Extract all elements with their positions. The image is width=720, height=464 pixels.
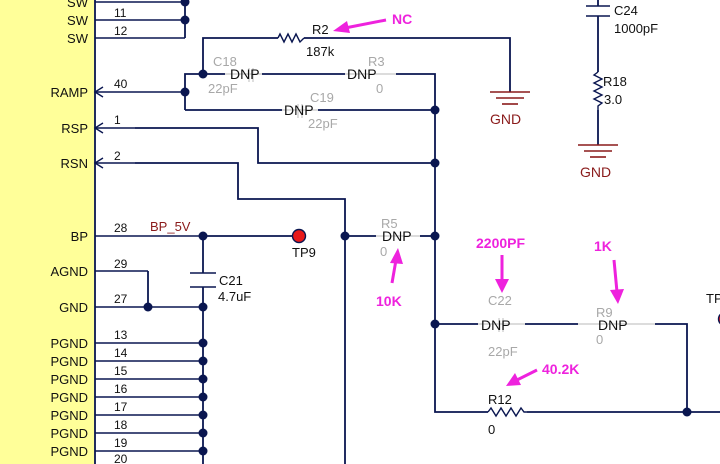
- c21-value: 4.7uF: [218, 289, 251, 304]
- r18-resistor: [592, 71, 604, 110]
- pin-number: 20: [114, 452, 128, 464]
- r12-ref: R12: [488, 392, 512, 407]
- c21-capacitor: [190, 272, 216, 288]
- r5-dnp: DNP: [382, 228, 412, 244]
- pin-number: 17: [114, 400, 128, 414]
- pin-number: 15: [114, 364, 128, 378]
- pin-name: RSP: [61, 121, 88, 136]
- r9-note: 1K: [594, 238, 612, 254]
- r9-ref: R9: [596, 305, 613, 320]
- gnd-label: GND: [580, 164, 611, 180]
- gnd-label: GND: [490, 111, 521, 127]
- junction-dots: [143, 0, 692, 456]
- pin-number: 14: [114, 346, 128, 360]
- r12-annotation: 40.2K: [506, 361, 579, 386]
- pin-name: SW: [67, 31, 89, 46]
- r9-dnp: DNP: [598, 317, 628, 333]
- ground-symbol: [578, 144, 618, 158]
- r5-annotation: 10K: [376, 248, 403, 309]
- tp9-testpoint: [290, 228, 307, 244]
- r3-value: 0: [376, 81, 383, 96]
- c22-annotation: 2200PF: [476, 235, 525, 293]
- bp5v-net-label: BP_5V: [150, 219, 191, 234]
- nc-note: NC: [392, 11, 412, 27]
- ic-body: [0, 0, 96, 464]
- pin-name: PGND: [50, 444, 88, 459]
- dnp-leads: [225, 68, 655, 332]
- pin-name: PGND: [50, 408, 88, 423]
- wires: [135, 0, 720, 464]
- pin-number: 2: [114, 149, 121, 163]
- r9-value: 0: [596, 332, 603, 347]
- c18-ref: C18: [213, 54, 237, 69]
- pin-name: PGND: [50, 390, 88, 405]
- tp9-label: TP9: [292, 245, 316, 260]
- r2-value: 187k: [306, 44, 335, 59]
- r2-resistor: [277, 32, 305, 44]
- ic-pin-numbers: 11 12 40 1 2 28 29 27 13 14 15 16 17 18 …: [114, 6, 128, 464]
- r12-value: 0: [488, 422, 495, 437]
- r18-value: 3.0: [604, 92, 622, 107]
- pin-name: BP: [71, 229, 88, 244]
- pin-name: PGND: [50, 354, 88, 369]
- c19-value: 22pF: [308, 116, 338, 131]
- ic-pin-lines: [95, 1, 203, 452]
- ic-pin-names: SW SW SW RAMP RSP RSN BP AGND GND PGND P…: [50, 0, 88, 459]
- c18-dnp: DNP: [230, 66, 260, 82]
- pin-arrows: [93, 86, 104, 169]
- c22-value: 22pF: [488, 344, 518, 359]
- r3-ref: R3: [368, 54, 385, 69]
- tp-partial-label: TP: [706, 291, 720, 306]
- c21-ref: C21: [219, 273, 243, 288]
- pin-name: RSN: [61, 156, 88, 171]
- pin-number: 11: [114, 6, 127, 20]
- c19-dnp: DNP: [284, 102, 314, 118]
- r12-note: 40.2K: [542, 361, 579, 377]
- c18-value: 22pF: [208, 81, 238, 96]
- pin-number: 40: [114, 77, 128, 91]
- pin-number: 28: [114, 221, 128, 235]
- pin-name: AGND: [50, 264, 88, 279]
- r9-annotation: 1K: [594, 238, 624, 304]
- pin-number: 1: [114, 113, 121, 127]
- pin-number: 18: [114, 418, 128, 432]
- r3-dnp: DNP: [347, 66, 377, 82]
- c22-dnp: DNP: [481, 317, 511, 333]
- c24-ref: C24: [614, 3, 638, 18]
- pin-number: 13: [114, 328, 128, 342]
- ground-symbol: [490, 91, 530, 105]
- pin-name: SW: [67, 0, 89, 10]
- r2-ref: R2: [312, 22, 329, 37]
- pin-name: PGND: [50, 372, 88, 387]
- pin-name: SW: [67, 13, 89, 28]
- pin-number: 12: [114, 24, 128, 38]
- c24-value: 1000pF: [614, 21, 658, 36]
- c22-ref: C22: [488, 293, 512, 308]
- pin-name: GND: [59, 300, 88, 315]
- pin-number: 27: [114, 292, 128, 306]
- c19-ref: C19: [310, 90, 334, 105]
- pin-name: PGND: [50, 336, 88, 351]
- pin-name: RAMP: [50, 85, 88, 100]
- pin-number: 19: [114, 436, 128, 450]
- nc-annotation: NC: [333, 11, 412, 33]
- r5-note: 10K: [376, 293, 402, 309]
- pin-number: 29: [114, 257, 128, 271]
- r18-ref: R18: [603, 74, 627, 89]
- r5-value: 0: [380, 244, 387, 259]
- r12-resistor: [487, 406, 527, 418]
- r5-ref: R5: [381, 216, 398, 231]
- pin-name: PGND: [50, 426, 88, 441]
- c24-capacitor: [586, 5, 610, 17]
- c22-note: 2200PF: [476, 235, 525, 251]
- pin-number: 16: [114, 382, 128, 396]
